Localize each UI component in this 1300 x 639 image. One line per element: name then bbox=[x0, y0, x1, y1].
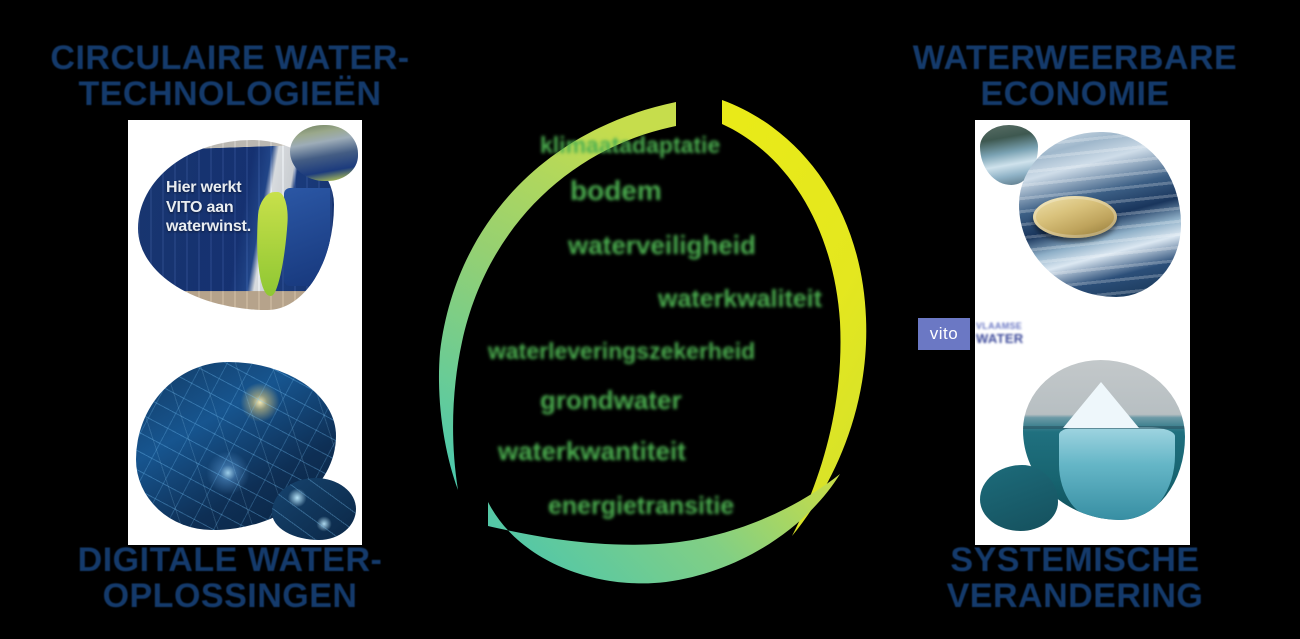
left-image-panel: Hier werkt VITO aan waterwinst. bbox=[128, 120, 362, 545]
digital-detail-grid-overlay bbox=[272, 478, 356, 540]
vito-logo-wordmark: VLAAMSE WATER bbox=[976, 321, 1024, 346]
container-door-shape bbox=[284, 188, 330, 286]
vito-logo-mark-text: vito bbox=[929, 324, 959, 343]
vito-logo-wordmark-line2: WATER bbox=[976, 330, 1024, 346]
vito-logo-mark: vito bbox=[918, 318, 970, 350]
digital-water-plant-detail-photo bbox=[272, 478, 356, 540]
keyword-item: waterkwaliteit bbox=[658, 285, 822, 313]
quadrant-label-digitale-wateroplossingen: DIGITALE WATER- OPLOSSINGEN bbox=[77, 541, 383, 616]
iceberg-underwater-mass bbox=[1058, 427, 1176, 520]
keyword-item: waterveiligheid bbox=[568, 230, 756, 260]
circular-arc-diagram bbox=[400, 70, 900, 590]
container-overlay-text: Hier werkt VITO aan waterwinst. bbox=[166, 179, 251, 236]
coin-on-water-photo bbox=[1019, 132, 1181, 297]
gold-coin-shape bbox=[1033, 196, 1117, 238]
quadrant-label-circulaire-watertechnologieen: CIRCULAIRE WATER- TECHNOLOGIEËN bbox=[50, 39, 410, 114]
right-image-panel bbox=[975, 120, 1190, 545]
keyword-item: waterleveringszekerheid bbox=[488, 338, 756, 364]
keyword-item: waterkwantiteit bbox=[498, 436, 686, 466]
arc-bottom bbox=[488, 474, 840, 584]
keyword-item: klimaatadaptatie bbox=[540, 132, 721, 158]
quadrant-label-systemische-verandering: SYSTEMISCHE VERANDERING bbox=[946, 541, 1204, 616]
container-detail-photo bbox=[290, 125, 358, 181]
arc-right bbox=[722, 100, 867, 536]
vito-logo-wordmark-line1: VLAAMSE bbox=[976, 321, 1023, 332]
keyword-item: grondwater bbox=[540, 385, 682, 415]
keyword-cloud: klimaatadaptatie bodem waterveiligheid wate… bbox=[400, 120, 900, 550]
iceberg-detail-photo bbox=[980, 465, 1058, 531]
vito-logo: vito VLAAMSE WATER bbox=[918, 318, 1023, 350]
arc-left bbox=[438, 102, 676, 490]
quadrant-label-waterweerbare-economie: WATERWEERBARE ECONOMIE bbox=[912, 39, 1238, 114]
keyword-item: bodem bbox=[570, 175, 662, 206]
iceberg-peak-shape bbox=[1062, 382, 1139, 429]
keyword-item: energietransitie bbox=[548, 492, 735, 520]
